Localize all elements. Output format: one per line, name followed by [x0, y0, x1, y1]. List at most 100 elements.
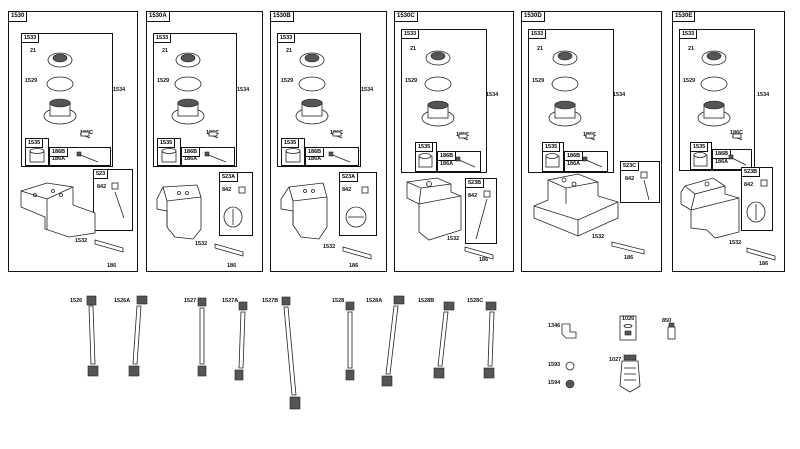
gauge-subbox-title: 523B — [741, 167, 761, 177]
fuel-tank-drawing — [406, 177, 462, 241]
part-label-1529: 1529 — [157, 78, 170, 84]
filter-subbox: 1535 — [690, 142, 712, 170]
panel-title: 1530C — [394, 11, 418, 22]
gauge-subbox: 523 842 — [93, 169, 133, 231]
carburetor-housing-drawing — [171, 52, 219, 139]
fastener-subbox-title: 186B — [305, 147, 325, 157]
part-label-186a: 186A — [52, 156, 66, 162]
subassembly-box-upper: 1533 21 1529 186C 1535 186B 186A — [528, 29, 614, 173]
part-label-186: 186 — [107, 263, 117, 269]
fuel-line-label-1527b: 1527B — [262, 298, 279, 304]
fastener-subbox: 186B 186A — [564, 151, 608, 172]
panel-title: 1530 — [8, 11, 28, 22]
fastener-subbox-title: 186B — [49, 147, 69, 157]
part-label-842: 842 — [222, 187, 232, 193]
carburetor-housing-drawing — [43, 52, 91, 139]
fuel-line-label-1526a: 1526A — [114, 298, 131, 304]
subassembly-box-upper: 1533 21 1529 186C 1535 186B 186A — [21, 33, 113, 167]
fastener-subbox-title: 186B — [437, 151, 457, 161]
part-label-186: 186 — [227, 263, 237, 269]
filter-subbox-title: 1535 — [157, 138, 176, 148]
part-label-21: 21 — [30, 48, 37, 54]
part-label-1532: 1532 — [592, 234, 605, 240]
subassembly-title: 1533 — [21, 33, 40, 43]
carburetor-housing-drawing — [295, 52, 343, 139]
part-label-842: 842 — [468, 193, 478, 199]
part-label-1529: 1529 — [405, 78, 418, 84]
fuel-line-1528a-drawing — [381, 295, 405, 387]
hose-fitting-drawing — [342, 246, 372, 260]
part-label-186c: 186C — [730, 130, 744, 136]
filter-subbox-title: 1535 — [690, 142, 709, 152]
fuel-line-1526a-drawing — [128, 295, 148, 377]
part-label-1593: 1593 — [548, 362, 561, 368]
hose-fitting-drawing — [611, 241, 645, 255]
kit-label-box: 1026 — [622, 316, 636, 323]
fuel-tank-drawing — [680, 177, 740, 239]
part-label-21: 21 — [688, 46, 695, 52]
subassembly-title: 1533 — [401, 29, 420, 39]
part-label-1534: 1534 — [237, 87, 250, 93]
part-label-842: 842 — [342, 187, 352, 193]
fastener-subbox-title: 186B — [181, 147, 201, 157]
part-label-21: 21 — [162, 48, 169, 54]
assembly-panel-1530b: 1530B 1533 21 1529 186C 1535 186B 186A 1… — [270, 11, 387, 272]
fuel-line-1528c-drawing — [483, 301, 497, 379]
part-label-1026: 1026 — [622, 316, 635, 322]
part-label-21: 21 — [537, 46, 544, 52]
fuel-elbow-fitting-drawing — [561, 323, 577, 339]
assembly-panel-1530d: 1530D 1533 21 1529 186C 1535 186B 186A 1… — [521, 11, 662, 272]
gauge-subbox: 523C 842 — [620, 161, 660, 203]
gauge-subbox: 523B 842 — [741, 167, 773, 231]
fuel-line-1528b-drawing — [433, 301, 455, 379]
hose-fitting-drawing — [464, 246, 494, 260]
part-label-186a: 186A — [184, 156, 198, 162]
fuel-line-1527-drawing — [197, 297, 207, 377]
part-label-186a: 186A — [440, 161, 454, 167]
part-label-1532: 1532 — [323, 244, 336, 250]
fuel-line-1526-drawing — [86, 295, 99, 377]
carburetor-housing-drawing — [421, 50, 469, 141]
panel-title: 1530D — [521, 11, 545, 22]
assembly-panel-1530a: 1530A 1533 21 1529 186C 1535 186B 186A 1… — [146, 11, 263, 272]
gauge-subbox: 523B 842 — [465, 178, 497, 244]
fastener-subbox: 186B 186A — [712, 149, 752, 170]
panel-title: 1530B — [270, 11, 294, 22]
filter-subbox-title: 1535 — [415, 142, 434, 152]
filter-subbox-title: 1535 — [281, 138, 300, 148]
hose-fitting-drawing — [94, 239, 124, 253]
part-label-1594: 1594 — [548, 380, 561, 386]
part-label-21: 21 — [286, 48, 293, 54]
part-label-1532: 1532 — [729, 240, 742, 246]
subassembly-title: 1533 — [277, 33, 296, 43]
fastener-subbox: 186B 186A — [305, 147, 359, 166]
filter-subbox: 1535 — [157, 138, 181, 166]
assembly-panel-1530c: 1530C 1533 21 1529 186C 1535 186B 186A 1… — [394, 11, 514, 272]
subassembly-title: 1533 — [528, 29, 547, 39]
part-label-1532: 1532 — [195, 241, 208, 247]
parts-kit-card-drawing — [619, 315, 637, 341]
gauge-subbox-title: 523C — [620, 161, 640, 171]
sealant-tube-drawing — [667, 322, 676, 340]
fuel-tank-drawing — [533, 173, 619, 237]
fastener-subbox-title: 186B — [712, 149, 732, 159]
part-label-186: 186 — [479, 257, 489, 263]
gauge-subbox-title: 523B — [465, 178, 485, 188]
filter-subbox: 1535 — [25, 138, 49, 166]
part-label-842: 842 — [97, 184, 107, 190]
part-label-1534: 1534 — [486, 92, 499, 98]
fastener-subbox: 186B 186A — [437, 151, 481, 172]
gauge-subbox-title: 523A — [219, 172, 239, 182]
part-label-21: 21 — [410, 46, 417, 52]
fuel-line-label-1527a: 1527A — [222, 298, 239, 304]
part-label-1534: 1534 — [361, 87, 374, 93]
part-label-186a: 186A — [567, 161, 581, 167]
part-label-1529: 1529 — [25, 78, 38, 84]
part-label-1532: 1532 — [447, 236, 460, 242]
fastener-subbox-title: 186B — [564, 151, 584, 161]
part-label-1346: 1346 — [548, 323, 561, 329]
assembly-panel-1530: 1530 1533 21 1529 186C 1535 186B 186A 15… — [8, 11, 138, 272]
fuel-tank-drawing — [156, 184, 202, 240]
part-label-1027: 1027 — [609, 357, 622, 363]
gauge-subbox-title: 523A — [339, 172, 359, 182]
